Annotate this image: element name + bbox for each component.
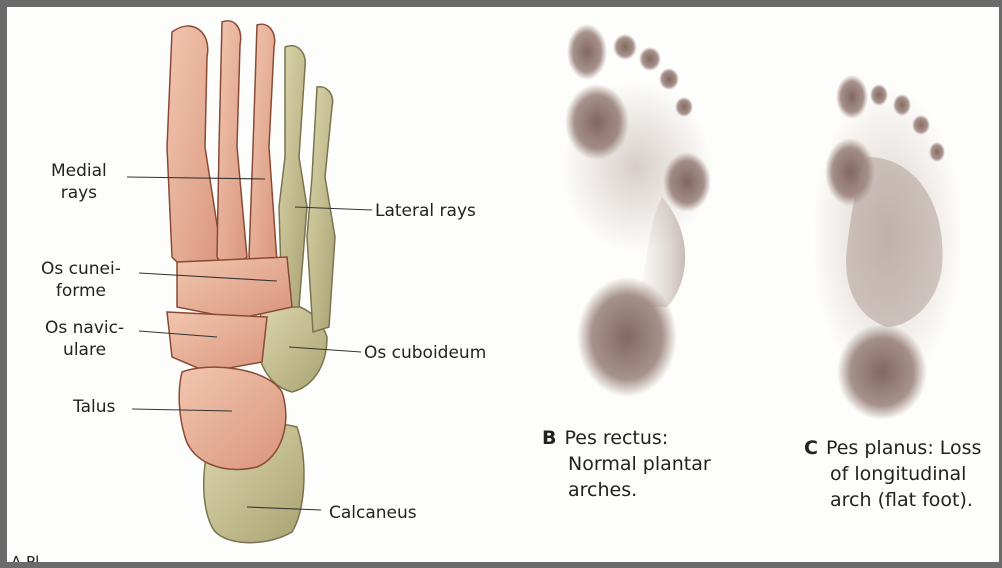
caption-c-letter: C: [804, 437, 818, 459]
figure-page: Medial rays Os cunei- forme Os navic- ul…: [7, 7, 999, 562]
footprint-pes-planus: [812, 75, 962, 420]
footprint-pes-rectus: [562, 24, 712, 397]
caption-b-letter: B: [542, 427, 556, 449]
